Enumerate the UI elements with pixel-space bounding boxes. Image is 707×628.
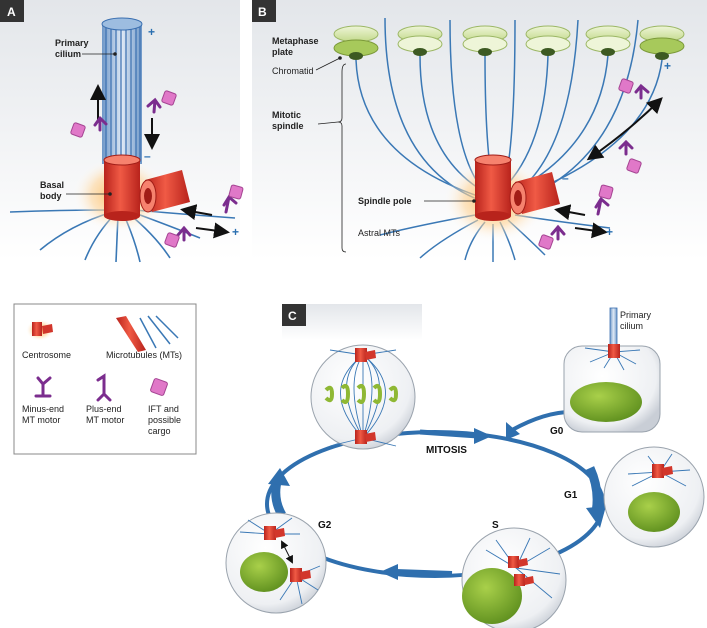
panel-b: B: [252, 0, 707, 262]
phase-g0: G0: [550, 426, 564, 437]
g2-separation-arrow: [281, 540, 293, 564]
panel-b-tag-box: [252, 0, 276, 22]
chromosome-6: [639, 25, 685, 60]
motor-with-cargo-2: [146, 90, 177, 114]
g0-cell: [563, 307, 661, 433]
chromosome-5: [585, 25, 631, 56]
s-centrosome-1: [508, 556, 528, 568]
metaphase-plate-label-1: Metaphase: [272, 36, 319, 46]
mitosis-arrow: [419, 429, 479, 439]
g0-primary-cilium-label-2: cilium: [620, 321, 643, 331]
daughter-centriole: [139, 170, 190, 213]
legend-microtubules-icon: [116, 315, 179, 352]
panel-b-double-arrow: [586, 97, 663, 161]
legend-ift-label-1: IFT and: [148, 404, 179, 414]
s-nucleus: [462, 568, 522, 624]
panel-a-plus-top: +: [148, 25, 155, 39]
legend-ift-label-2: possible: [148, 415, 181, 425]
panel-a-plus-arrow: [195, 222, 230, 239]
legend-minus-motor-label-1: Minus-end: [22, 404, 64, 414]
legend-microtubules-label: Microtubules (MTs): [106, 350, 182, 360]
motor-with-cargo-4: [164, 225, 192, 248]
panel-a-tag-box: [0, 0, 24, 22]
phase-s: S: [492, 520, 499, 531]
g0-primary-cilium: [609, 307, 618, 347]
panel-b-plus-arrow: [574, 222, 608, 239]
g1-cell: [603, 446, 705, 548]
legend-plus-motor-label-2: MT motor: [86, 415, 124, 425]
g0-nucleus: [570, 382, 642, 422]
astral-mts-label: Astral MTs: [358, 228, 401, 238]
basal-body-label-2: body: [40, 191, 62, 201]
panel-b-minus: –: [562, 171, 569, 185]
legend-centrosome-icon: [26, 319, 54, 341]
motor-with-cargo-b4: [538, 224, 566, 250]
legend-plus-motor-icon: [96, 373, 112, 402]
g2-nucleus: [240, 552, 288, 592]
s-arrow: [395, 569, 453, 577]
mitosis-cell: [310, 344, 416, 450]
basal-body-label-1: Basal: [40, 180, 64, 190]
primary-cilium-label-2: cilium: [55, 49, 81, 59]
s-centrosome-2: [514, 574, 534, 586]
g2-centrosome-top: [264, 526, 285, 540]
panel-b-motors: [538, 78, 650, 250]
legend: Centrosome Microtubules (MTs) Minus-end …: [13, 303, 197, 455]
primary-cilium-label-1: Primary: [55, 38, 89, 48]
legend-minus-motor-label-2: MT motor: [22, 415, 60, 425]
motor-with-cargo-1: [70, 116, 108, 138]
g2-cell: [225, 512, 327, 614]
panel-a: A: [0, 0, 244, 263]
legend-plus-motor-label-1: Plus-end: [86, 404, 122, 414]
chromosome-2: [397, 25, 443, 56]
panel-c-tag-box: [282, 304, 306, 326]
s-cell: [461, 527, 567, 628]
panel-b-minus-arrow: [554, 204, 586, 221]
spindle-pole-centrosome: [474, 154, 560, 221]
phase-g1: G1: [564, 490, 578, 501]
panel-c-tag: C: [288, 309, 297, 323]
mitosis-chromosomes: [324, 384, 399, 404]
g1-arrow: [585, 466, 602, 513]
motor-with-cargo-b3: [594, 184, 614, 216]
metaphase-chromosomes: [333, 25, 685, 60]
panel-a-plus-right: +: [232, 225, 239, 239]
primary-cilium: [101, 17, 143, 164]
g0-primary-cilium-label-1: Primary: [620, 310, 651, 320]
g1-centrosome: [652, 464, 673, 478]
panel-a-minus: –: [144, 149, 151, 163]
panel-b-plus-right: +: [606, 225, 613, 239]
panel-a-motors: [70, 90, 244, 248]
chromosome-3: [462, 25, 508, 56]
panel-b-tag: B: [258, 5, 267, 19]
spindle-pole-label: Spindle pole: [358, 196, 412, 206]
panel-a-tag: A: [7, 5, 16, 19]
g2-centrosome-bottom: [290, 568, 311, 582]
motor-with-cargo-b1: [618, 78, 650, 100]
legend-ift-label-3: cargo: [148, 426, 171, 436]
legend-minus-motor-icon: [34, 376, 52, 398]
phase-g2: G2: [318, 520, 332, 531]
panel-b-plus-top: +: [664, 59, 671, 73]
mitosis-centrosome-bottom: [355, 430, 376, 444]
motor-with-cargo-3: [222, 184, 244, 214]
panel-a-minus-arrow: [180, 204, 213, 220]
g1-nucleus: [628, 492, 680, 532]
chromosome-4: [525, 25, 571, 56]
chromosome-1: [333, 25, 379, 60]
metaphase-plate-label-2: plate: [272, 47, 293, 57]
mitosis-centrosome-top: [355, 348, 376, 362]
mitotic-spindle-label-1: Mitotic: [272, 110, 301, 120]
motor-with-cargo-b2: [618, 139, 642, 174]
phase-mitosis: MITOSIS: [426, 445, 467, 456]
basal-body-centriole: [103, 154, 141, 221]
legend-centrosome-label: Centrosome: [22, 350, 71, 360]
chromatid-label: Chromatid: [272, 66, 314, 76]
legend-ift-cargo-icon: [150, 378, 168, 396]
panel-c: C: [225, 304, 705, 628]
mitotic-spindle-label-2: spindle: [272, 121, 304, 131]
